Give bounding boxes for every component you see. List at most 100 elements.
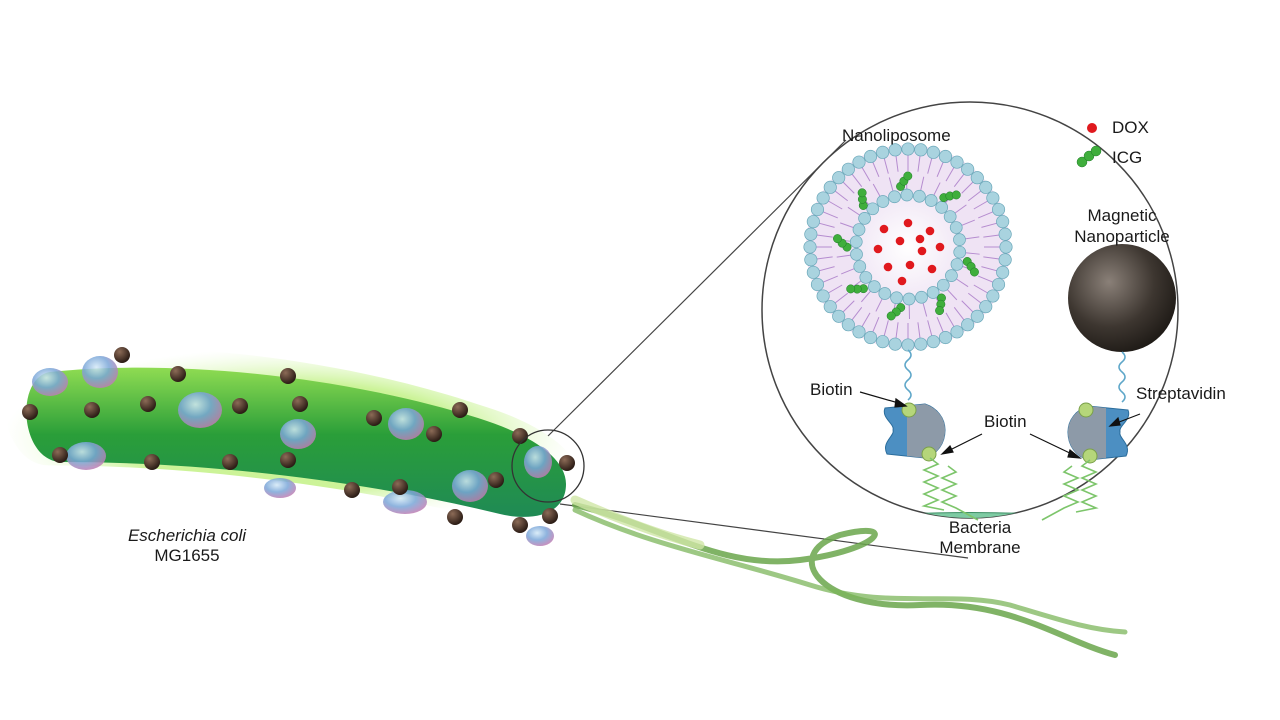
lipid-head xyxy=(890,291,903,305)
streptavidin-label: Streptavidin xyxy=(1136,384,1226,403)
icg-molecule xyxy=(969,267,979,277)
lipid-tail xyxy=(917,322,921,341)
streptavidin-left xyxy=(883,402,946,462)
lipid-head xyxy=(841,318,855,332)
surface-nanoparticle xyxy=(292,396,308,412)
lipid-tail xyxy=(973,284,990,295)
surface-nanoparticle xyxy=(452,402,468,418)
dox-molecule xyxy=(915,234,925,244)
icg-molecule xyxy=(935,306,945,316)
lipid-head xyxy=(816,191,830,205)
lipid-head xyxy=(943,210,957,223)
lipid-head xyxy=(806,265,820,279)
surface-nanoparticle xyxy=(140,396,156,412)
lipid-tail xyxy=(895,153,899,172)
icg-molecules xyxy=(833,171,979,321)
dox-molecules xyxy=(873,218,945,286)
surface-nanoparticles xyxy=(22,347,575,533)
lipid-tail xyxy=(860,165,871,182)
lipid-head xyxy=(996,265,1010,279)
strain-label: MG1655 xyxy=(154,546,220,565)
lipid-head xyxy=(926,335,940,349)
icg-legend-icon xyxy=(1076,145,1102,168)
lipid-head xyxy=(849,235,863,249)
icg-molecule xyxy=(951,190,961,200)
surface-liposomes xyxy=(32,356,554,546)
lipid-head xyxy=(859,271,873,284)
surface-nanoparticle xyxy=(447,509,463,525)
lipid-tail xyxy=(983,234,1002,238)
dox-legend-label: DOX xyxy=(1112,118,1149,137)
lipid-head xyxy=(970,309,984,323)
magnetic-nanoparticle-label-line1: Magnetic xyxy=(1087,206,1157,225)
surface-nanoparticle xyxy=(232,398,248,414)
lipid-tail xyxy=(973,199,990,210)
lipid-tail xyxy=(871,317,880,335)
lipid-head xyxy=(949,221,963,234)
lipid-head xyxy=(901,142,915,156)
flagella xyxy=(570,495,1128,658)
tethers xyxy=(904,349,1126,403)
icg-molecule xyxy=(846,284,856,294)
lipid-head xyxy=(876,195,890,208)
surface-nanoparticle xyxy=(542,508,558,524)
biotin-label-left: Biotin xyxy=(810,380,853,399)
lipid-tail xyxy=(826,199,843,210)
lipid-head xyxy=(888,190,901,204)
lipid-tail xyxy=(883,320,889,338)
lipid-head xyxy=(878,287,892,300)
lipid-tail xyxy=(981,222,999,228)
lipid-tail xyxy=(883,156,889,174)
lipid-tail xyxy=(817,266,835,272)
icg-molecule xyxy=(857,188,867,198)
dox-molecule xyxy=(935,242,945,252)
lipid-head xyxy=(979,180,993,194)
surface-nanoparticle xyxy=(512,517,528,533)
lipid-head xyxy=(961,162,975,176)
surface-liposome xyxy=(82,356,118,388)
lipid-tail xyxy=(850,306,863,322)
surface-nanoparticle xyxy=(114,347,130,363)
lipid-head xyxy=(832,171,846,185)
lipid-head xyxy=(863,330,878,345)
nanoliposome xyxy=(803,142,1013,352)
lipid-head xyxy=(950,258,964,271)
surface-nanoparticle xyxy=(512,428,528,444)
magnetic-nanoparticle xyxy=(1068,244,1176,352)
lipid-head xyxy=(914,337,928,351)
lipid-tail xyxy=(967,189,983,202)
lipid-tail xyxy=(927,156,933,174)
lipid-head xyxy=(888,143,902,157)
lipid-tail xyxy=(833,292,849,305)
lipid-tail xyxy=(936,159,945,177)
surface-nanoparticle xyxy=(280,368,296,384)
lipid-tail xyxy=(814,234,833,238)
lipid-head xyxy=(945,269,958,282)
lipid-tail xyxy=(967,292,983,305)
lipid-tail xyxy=(945,165,956,182)
surface-nanoparticle xyxy=(366,410,382,426)
lipid-head xyxy=(998,227,1012,241)
streptavidin-right xyxy=(1067,402,1130,464)
surface-nanoparticle xyxy=(488,472,504,488)
surface-nanoparticle xyxy=(280,452,296,468)
lipid-tail xyxy=(945,312,956,329)
lipid-head xyxy=(996,215,1010,229)
lipid-head xyxy=(999,240,1013,254)
surface-liposome xyxy=(526,526,554,546)
species-label: Escherichia coli xyxy=(127,526,247,545)
lipid-head xyxy=(888,337,902,351)
lipid-tail xyxy=(936,317,945,335)
lipid-head xyxy=(913,189,926,203)
lipid-tail xyxy=(917,153,921,172)
lipid-head xyxy=(953,233,966,247)
icg-molecule xyxy=(903,171,913,181)
label-arrows xyxy=(859,391,1141,459)
lipid-head xyxy=(938,149,953,164)
membrane-linkers xyxy=(921,457,1099,521)
lipid-tail xyxy=(953,172,966,188)
lipid-head xyxy=(914,143,928,157)
lipid-tail xyxy=(961,180,975,194)
surface-nanoparticle xyxy=(222,454,238,470)
surface-nanoparticle xyxy=(426,426,442,442)
